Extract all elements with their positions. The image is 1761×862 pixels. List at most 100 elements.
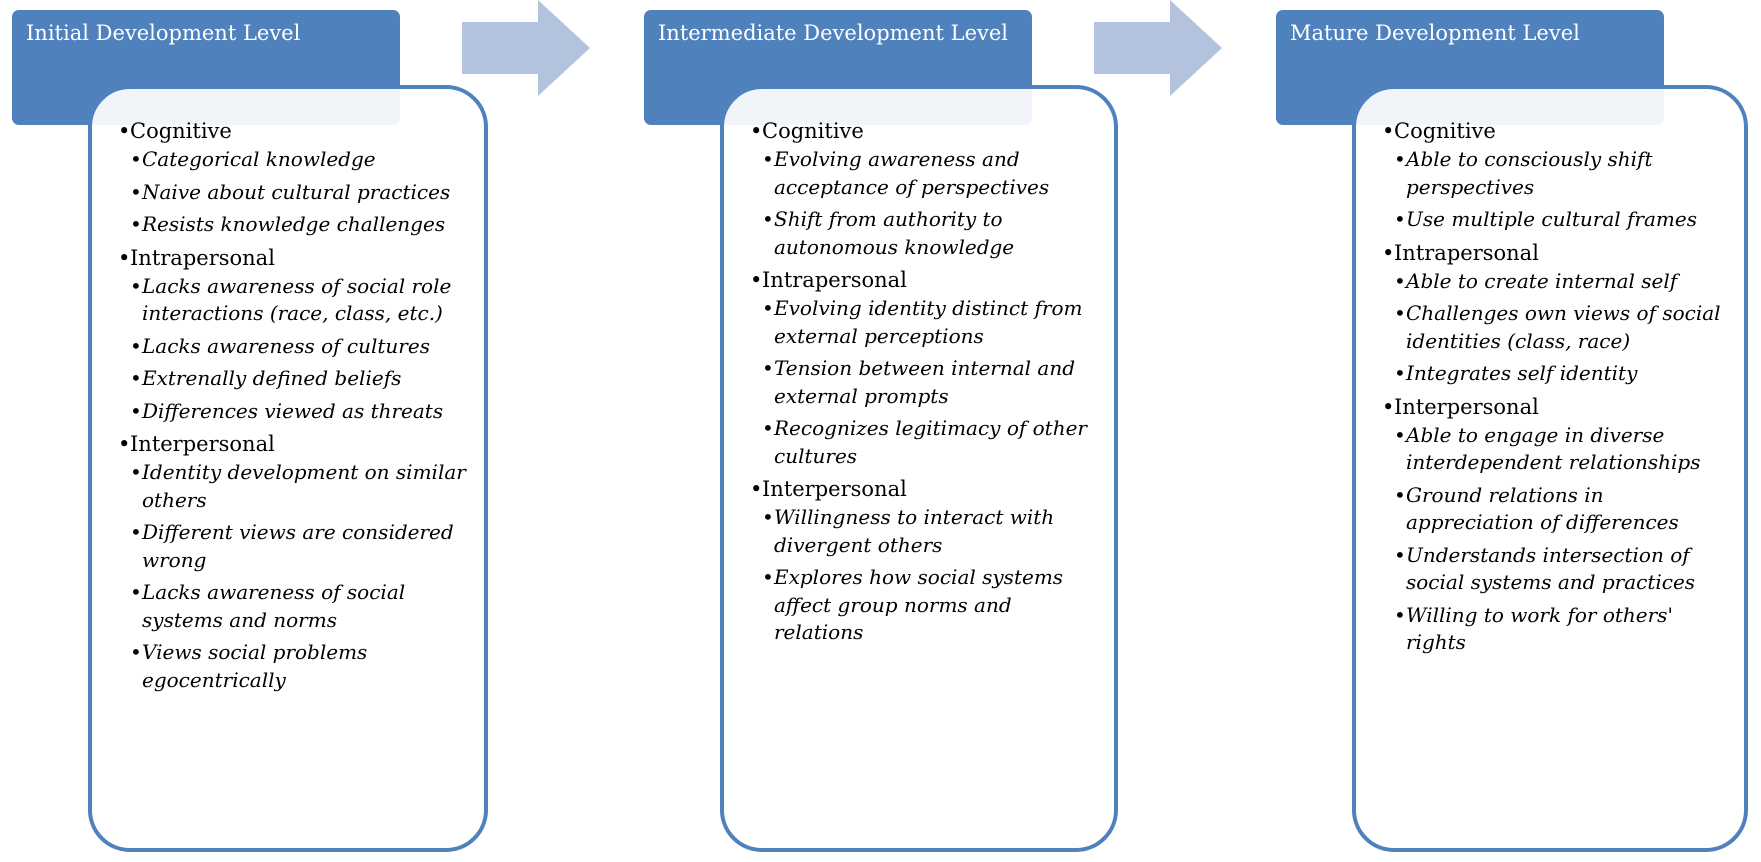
category-group: •Interpersonal•Identity development on s… — [118, 430, 466, 694]
list-item: •Extrenally defined beliefs — [130, 365, 466, 393]
list-item: •Shift from authority to autonomous know… — [762, 206, 1096, 261]
bullet-icon: • — [1382, 240, 1395, 265]
item-text: Lacks awareness of cultures — [142, 333, 430, 358]
stage-title: Mature Development Level — [1290, 21, 1580, 45]
item-text: Willingness to interact with divergent o… — [774, 505, 1055, 557]
list-item: •Explores how social systems affect grou… — [762, 564, 1096, 647]
bullet-icon: • — [118, 432, 131, 456]
item-text: Ground relations in appreciation of diff… — [1406, 482, 1679, 535]
item-text: Integrates self identity — [1406, 361, 1638, 385]
bullet-icon: • — [762, 356, 774, 380]
item-text: Challenges own views of social identitie… — [1406, 301, 1721, 353]
bullet-icon: • — [130, 366, 142, 390]
list-item: •Differences viewed as threats — [130, 398, 466, 426]
item-text: Resists knowledge challenges — [142, 212, 446, 236]
category-label: Cognitive — [1394, 119, 1496, 143]
item-text: Able to create internal self — [1406, 268, 1678, 293]
bullet-icon: • — [750, 477, 763, 501]
list-item: •Tension between internal and external p… — [762, 355, 1096, 410]
stage-title: Intermediate Development Level — [658, 21, 1009, 45]
stage-details-card: •Cognitive•Able to consciously shift per… — [1352, 85, 1748, 852]
category-group: •Intrapersonal•Lacks awareness of social… — [118, 244, 466, 426]
bullet-icon: • — [130, 460, 142, 484]
stage-title: Initial Development Level — [26, 21, 301, 45]
category-label: Interpersonal — [1394, 394, 1539, 419]
bullet-icon: • — [130, 273, 142, 298]
item-list: •Able to engage in diverse interdependen… — [1382, 422, 1726, 657]
list-item: •Able to engage in diverse interdependen… — [1394, 422, 1726, 477]
category-heading: •Cognitive — [1382, 117, 1726, 146]
bullet-icon: • — [130, 520, 142, 544]
bullet-icon: • — [1394, 422, 1406, 447]
bullet-icon: • — [130, 398, 142, 423]
item-list: •Able to consciously shift perspectives•… — [1382, 146, 1726, 234]
category-group: •Interpersonal•Willingness to interact w… — [750, 475, 1096, 647]
item-text: Willing to work for others' rights — [1406, 602, 1673, 655]
bullet-icon: • — [762, 207, 774, 231]
category-group: •Intrapersonal•Able to create internal s… — [1382, 239, 1726, 388]
category-heading: •Intrapersonal — [1382, 239, 1726, 268]
list-item: •Lacks awareness of social role interact… — [130, 273, 466, 328]
list-item: •Evolving identity distinct from externa… — [762, 295, 1096, 350]
item-text: Different views are considered wrong — [142, 520, 454, 572]
bullet-icon: • — [1394, 207, 1406, 231]
stage-details-card: •Cognitive•Categorical knowledge•Naive a… — [88, 85, 488, 852]
stage-details-card: •Cognitive•Evolving awareness and accept… — [720, 85, 1118, 852]
category-heading: •Intrapersonal — [118, 244, 466, 273]
bullet-icon: • — [750, 268, 763, 292]
right-arrow-icon — [462, 0, 590, 96]
list-item: •Willing to work for others' rights — [1394, 602, 1726, 657]
item-text: Categorical knowledge — [142, 147, 376, 171]
bullet-icon: • — [1394, 147, 1406, 171]
item-list: •Able to create internal self•Challenges… — [1382, 268, 1726, 388]
bullet-icon: • — [750, 119, 763, 143]
category-group: •Intrapersonal•Evolving identity distinc… — [750, 266, 1096, 470]
item-text: Understands intersection of social syste… — [1406, 542, 1696, 595]
category-label: Intrapersonal — [130, 245, 275, 270]
right-arrow-icon — [1094, 0, 1222, 96]
item-text: Naive about cultural practices — [142, 179, 451, 204]
list-item: •Able to create internal self — [1394, 268, 1726, 296]
category-label: Interpersonal — [762, 477, 907, 501]
item-list: •Willingness to interact with divergent … — [750, 504, 1096, 647]
list-item: •Integrates self identity — [1394, 360, 1726, 388]
category-heading: •Intrapersonal — [750, 266, 1096, 295]
item-list: •Categorical knowledge•Naive about cultu… — [118, 146, 466, 239]
list-item: •Understands intersection of social syst… — [1394, 542, 1726, 597]
list-item: •Challenges own views of social identiti… — [1394, 300, 1726, 355]
stage-intermediate: Intermediate Development Level •Cognitiv… — [644, 0, 1264, 862]
bullet-icon: • — [762, 147, 774, 171]
list-item: •Recognizes legitimacy of other cultures — [762, 415, 1096, 470]
category-heading: •Cognitive — [118, 117, 466, 146]
item-text: Tension between internal and external pr… — [774, 356, 1076, 408]
item-list: •Evolving identity distinct from externa… — [750, 295, 1096, 470]
bullet-icon: • — [1394, 361, 1406, 385]
category-label: Cognitive — [130, 119, 232, 143]
bullet-icon: • — [1394, 301, 1406, 325]
item-text: Evolving awareness and acceptance of per… — [774, 147, 1050, 199]
category-label: Intrapersonal — [762, 268, 907, 292]
item-list: •Lacks awareness of social role interact… — [118, 273, 466, 426]
bullet-icon: • — [1394, 602, 1406, 627]
bullet-icon: • — [1394, 482, 1406, 507]
bullet-icon: • — [130, 333, 142, 358]
bullet-icon: • — [118, 245, 131, 270]
bullet-icon: • — [762, 416, 774, 440]
list-item: •Ground relations in appreciation of dif… — [1394, 482, 1726, 537]
category-heading: •Interpersonal — [1382, 393, 1726, 422]
item-text: Lacks awareness of social systems and no… — [142, 580, 406, 632]
category-group: •Cognitive•Categorical knowledge•Naive a… — [118, 117, 466, 239]
item-text: Differences viewed as threats — [142, 398, 444, 423]
bullet-icon: • — [1382, 119, 1395, 143]
arrow-shape — [1094, 0, 1222, 96]
list-item: •Lacks awareness of cultures — [130, 333, 466, 361]
list-item: •Identity development on similar others — [130, 459, 466, 514]
item-text: Able to engage in diverse interdependent… — [1406, 422, 1701, 475]
category-heading: •Interpersonal — [118, 430, 466, 459]
category-group: •Cognitive•Able to consciously shift per… — [1382, 117, 1726, 234]
item-text: Able to consciously shift perspectives — [1406, 147, 1653, 199]
item-text: Use multiple cultural frames — [1406, 207, 1697, 231]
stage-mature: Mature Development Level •Cognitive•Able… — [1276, 0, 1761, 862]
bullet-icon: • — [762, 565, 774, 589]
